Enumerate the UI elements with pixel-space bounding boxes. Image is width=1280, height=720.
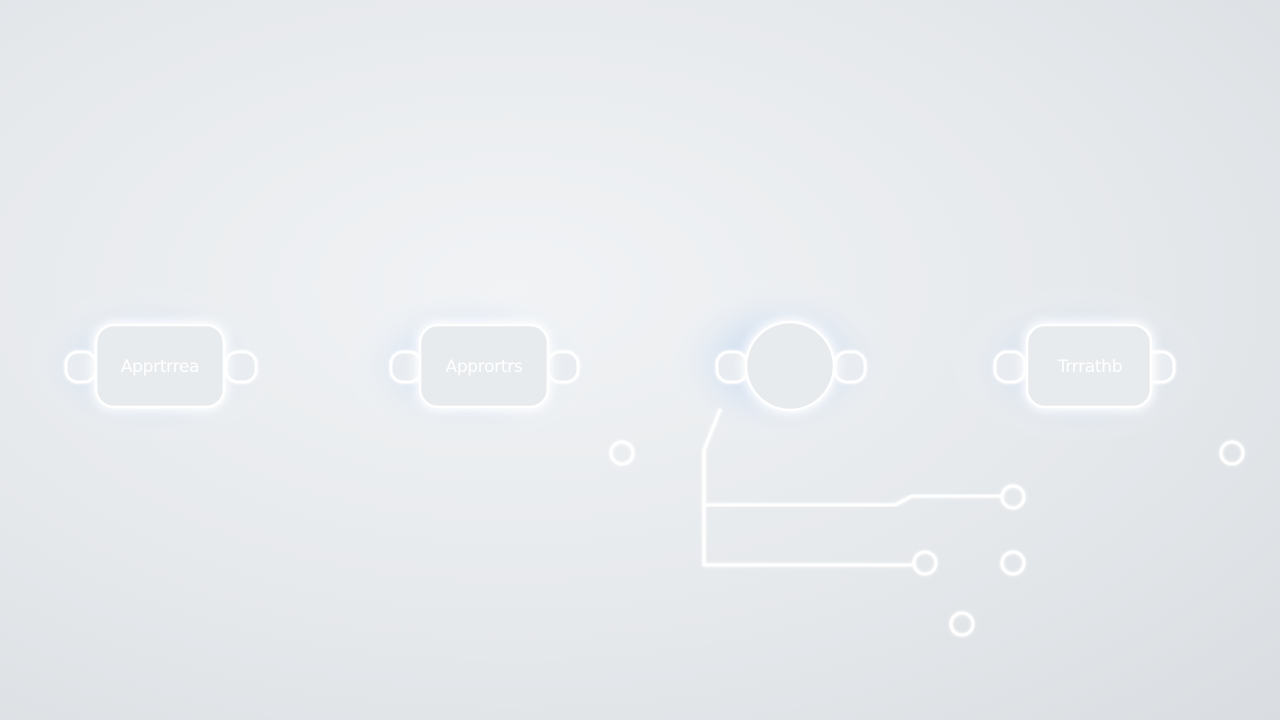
node-box	[1025, 323, 1153, 409]
node-box	[418, 323, 550, 409]
terminal-dot	[609, 440, 635, 466]
terminal-dot	[1000, 484, 1026, 510]
terminal-dot	[949, 611, 975, 637]
input-port	[389, 350, 423, 384]
output-port	[833, 350, 867, 384]
node-label: Trrrathb	[1057, 357, 1123, 377]
terminal-dot	[912, 550, 938, 576]
connectors	[0, 365, 1280, 637]
output-port	[546, 350, 580, 384]
branch-wire	[702, 408, 914, 567]
terminal-dot	[1000, 550, 1026, 576]
node-box	[94, 323, 226, 409]
terminal-dot	[1219, 440, 1245, 466]
node-circle	[744, 320, 836, 412]
node-label: Apprortrs	[445, 357, 522, 377]
node-3[interactable]	[715, 320, 867, 412]
node-2[interactable]: Apprortrs	[389, 323, 580, 409]
node-label: Apprtrrea	[121, 357, 199, 377]
node-4[interactable]: Trrrathb	[993, 323, 1176, 409]
input-port	[715, 350, 749, 384]
input-port	[64, 350, 98, 384]
branch-wire	[702, 494, 1004, 507]
output-port	[224, 350, 258, 384]
input-port	[993, 350, 1027, 384]
node-1[interactable]: Apprtrrea	[64, 323, 258, 409]
